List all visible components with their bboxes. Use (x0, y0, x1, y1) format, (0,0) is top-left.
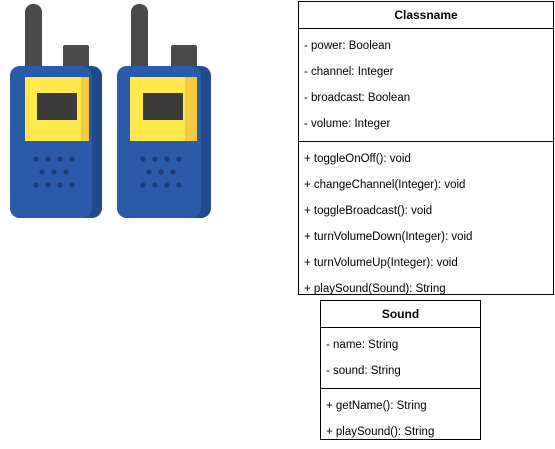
speaker-grille (33, 156, 75, 188)
uml-class-classname[interactable]: Classname - power: Boolean - channel: In… (298, 1, 554, 295)
attribute-row: - name: String (326, 339, 399, 351)
attribute-row: - channel: Integer (304, 66, 394, 78)
attribute-row: - sound: String (326, 365, 401, 377)
attributes-section: - name: String - sound: String (321, 328, 480, 389)
attribute-row: - broadcast: Boolean (304, 92, 411, 104)
method-row: + playSound(Sound): String (304, 283, 446, 295)
walkie-talkie-icon (10, 4, 211, 218)
speaker-grille (140, 156, 182, 188)
method-row: + playSound(): String (326, 426, 435, 438)
attribute-row: - power: Boolean (304, 40, 391, 52)
method-row: + changeChannel(Integer): void (304, 179, 466, 191)
method-row: + getName(): String (326, 400, 427, 412)
method-row: + turnVolumeDown(Integer): void (304, 231, 473, 243)
uml-class-sound[interactable]: Sound - name: String - sound: String + g… (320, 300, 481, 440)
class-name: Classname (299, 2, 553, 29)
method-row: + toggleOnOff(): void (304, 153, 411, 165)
method-row: + toggleBroadcast(): void (304, 205, 433, 217)
method-row: + turnVolumeUp(Integer): void (304, 257, 458, 269)
attributes-section: - power: Boolean - channel: Integer - br… (299, 29, 553, 142)
attribute-row: - volume: Integer (304, 118, 391, 130)
walkie-talkie-left (10, 4, 102, 218)
methods-section: + toggleOnOff(): void + changeChannel(In… (299, 142, 553, 306)
class-name: Sound (321, 301, 480, 328)
methods-section: + getName(): String + playSound(): Strin… (321, 389, 480, 449)
walkie-talkie-right (117, 4, 211, 218)
